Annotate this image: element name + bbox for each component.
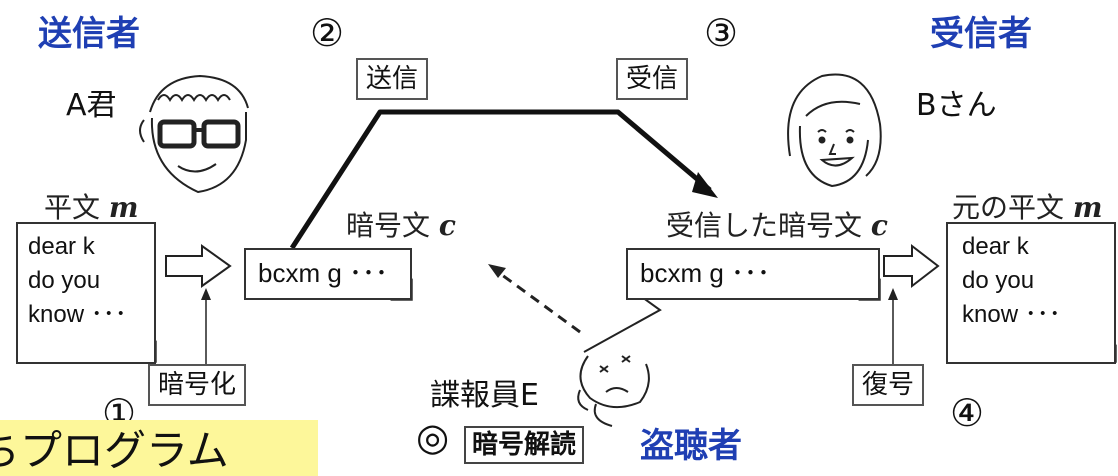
receive-label: 受信 bbox=[616, 58, 689, 100]
plaintext-var: m bbox=[108, 191, 139, 224]
receiver-title: 受信者 bbox=[930, 14, 1032, 54]
step-special: ◎ bbox=[416, 415, 450, 459]
recovered-document: dear k do you know ･･･ bbox=[946, 222, 1116, 364]
eavesdropper-title: 盗聴者 bbox=[640, 426, 742, 466]
interception-arrow bbox=[497, 270, 581, 334]
decrypt-label: 復号 bbox=[852, 364, 925, 406]
plaintext-document: dear k do you know ･･･ bbox=[16, 222, 156, 364]
recovered-caption-text: 元の平文 bbox=[952, 191, 1065, 224]
person-b-name: Bさん bbox=[916, 88, 997, 123]
plaintext-line-2: do you bbox=[28, 267, 101, 294]
step-three: ③ bbox=[704, 11, 739, 55]
step-two: ② bbox=[310, 11, 345, 55]
encrypt-arrow bbox=[165, 244, 232, 288]
banner: ちプログラム bbox=[0, 420, 318, 476]
ciphertext-caption: 暗号文 c bbox=[346, 204, 456, 244]
recovered-line-2: do you bbox=[962, 267, 1035, 294]
received-caption-text: 受信した暗号文 bbox=[666, 209, 863, 242]
recovered-caption: 元の平文 m bbox=[952, 186, 1103, 226]
recovered-line-1: dear k bbox=[962, 233, 1029, 260]
received-caption: 受信した暗号文 c bbox=[666, 204, 888, 244]
sender-title: 送信者 bbox=[38, 14, 140, 54]
encrypt-label: 暗号化 bbox=[148, 364, 247, 406]
person-e-name: 諜報員E bbox=[430, 378, 539, 413]
step-four: ④ bbox=[950, 391, 985, 435]
person-a-name: A君 bbox=[66, 88, 117, 123]
plaintext-line-3: know ･･･ bbox=[28, 301, 127, 328]
recovered-var: m bbox=[1072, 191, 1103, 224]
ciphertext-var: c bbox=[438, 209, 456, 242]
recovered-line-3: know ･･･ bbox=[962, 301, 1061, 328]
decrypt-arrow bbox=[883, 243, 940, 289]
cryptanalysis-label: 暗号解読 bbox=[464, 426, 585, 464]
transmission-path bbox=[289, 109, 712, 250]
received-var: c bbox=[870, 209, 888, 242]
person-b-sketch bbox=[787, 73, 882, 188]
banner-text: ちプログラム bbox=[0, 426, 229, 475]
plaintext-caption-text: 平文 bbox=[44, 191, 101, 224]
ciphertext-caption-text: 暗号文 bbox=[346, 209, 431, 242]
plaintext-caption: 平文 m bbox=[44, 186, 139, 226]
plaintext-line-1: dear k bbox=[28, 233, 95, 260]
send-label: 送信 bbox=[356, 58, 429, 100]
received-strip: bcxm g ･･･ bbox=[626, 248, 880, 300]
ciphertext-strip: bcxm g ･･･ bbox=[244, 248, 412, 300]
person-a-sketch bbox=[139, 74, 249, 194]
transmission-arrowhead bbox=[692, 172, 718, 198]
